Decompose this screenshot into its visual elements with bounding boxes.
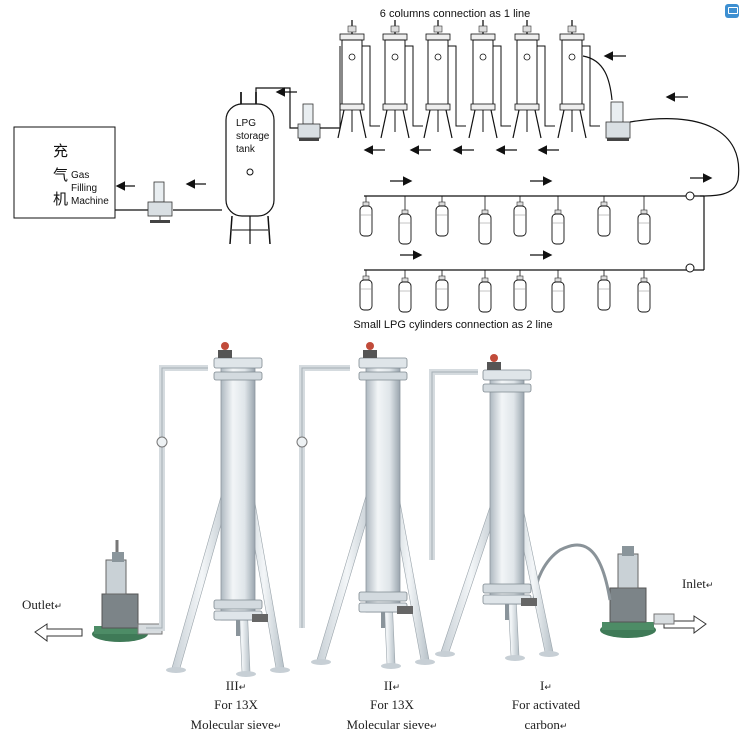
top-process-diagram: 6 columns connection as 1 line 充 气 机 Gas…	[13, 8, 740, 331]
lpg-cylinder-icon	[478, 196, 492, 245]
tank-label-2: storage	[236, 131, 270, 142]
outlet-label: Outlet↵	[22, 597, 62, 612]
column-iii-numeral: III↵	[226, 678, 247, 693]
lpg-cylinder-icon	[513, 196, 527, 237]
cylinder-row-1	[359, 196, 651, 245]
column-i-line-2: carbon↵	[525, 717, 568, 732]
lpg-cylinder-icon	[435, 196, 449, 237]
big-column-labels: III↵ For 13X Molecular sieve↵ II↵ For 13…	[191, 678, 581, 732]
lpg-cylinder-icon	[597, 196, 611, 237]
lpg-cylinder-icon	[551, 270, 565, 313]
adsorption-columns	[337, 20, 600, 139]
adsorption-column	[468, 20, 511, 139]
machine-label-line-3: Machine	[71, 196, 109, 207]
gauge-icon	[685, 191, 695, 201]
machine-cjk-3: 机	[53, 191, 68, 208]
column-ii-numeral: II↵	[384, 678, 400, 693]
column-ii-line-1: For 13X	[370, 697, 414, 712]
machine-label-line-2: Filling	[71, 183, 97, 194]
adsorption-column	[557, 20, 600, 139]
column-iii-line-1: For 13X	[214, 697, 258, 712]
column-return-arrows	[363, 51, 688, 155]
big-columns	[166, 342, 559, 677]
machine-cjk-1: 充	[53, 143, 68, 160]
cylinders-caption: Small LPG cylinders connection as 2 line	[353, 319, 552, 331]
lpg-cylinder-icon	[551, 196, 565, 245]
inlet-pump	[600, 546, 675, 638]
gas-filling-machine: 充 气 机 Gas Filling Machine	[13, 126, 116, 219]
pump-icon	[147, 181, 173, 223]
pump-icon	[297, 103, 321, 141]
column-iii-line-2: Molecular sieve↵	[191, 717, 282, 732]
tank-label-3: tank	[236, 144, 256, 155]
lpg-cylinder-icon	[359, 196, 373, 237]
pump-icon	[605, 101, 631, 141]
tank-label-1: LPG	[236, 118, 256, 129]
lpg-cylinder-icon	[597, 270, 611, 311]
gauge-icon	[685, 263, 695, 273]
adsorber-column	[166, 342, 290, 677]
lpg-storage-tank: LPG storage tank	[225, 92, 275, 245]
adsorber-column	[311, 342, 435, 669]
machine-cjk-2: 气	[53, 167, 68, 184]
inlet-label: Inlet↵	[682, 576, 713, 591]
lpg-cylinder-icon	[637, 196, 651, 245]
app-badge-icon	[725, 4, 739, 18]
adsorber-photo: Outlet↵ Inlet↵	[22, 342, 713, 732]
columns-caption: 6 columns connection as 1 line	[380, 8, 530, 20]
lpg-cylinder-icon	[398, 270, 412, 313]
outlet-arrow-icon	[34, 623, 83, 642]
lpg-cylinder-icon	[478, 270, 492, 313]
machine-label-line-1: Gas	[71, 170, 89, 181]
column-i-numeral: I↵	[540, 678, 552, 693]
column-ii-line-2: Molecular sieve↵	[347, 717, 438, 732]
cylinder-row-2	[359, 270, 651, 313]
adsorption-column	[337, 20, 380, 139]
lpg-cylinder-icon	[398, 196, 412, 245]
adsorption-column	[423, 20, 466, 139]
lpg-cylinder-icon	[359, 270, 373, 311]
lpg-cylinder-icon	[637, 270, 651, 313]
adsorber-column	[435, 354, 559, 661]
adsorption-column	[512, 20, 555, 139]
lpg-cylinder-icon	[513, 270, 527, 311]
lpg-cylinder-icon	[435, 270, 449, 311]
cylinder-manifolds	[364, 173, 713, 273]
column-i-line-1: For activated	[512, 697, 581, 712]
adsorption-column	[380, 20, 423, 139]
